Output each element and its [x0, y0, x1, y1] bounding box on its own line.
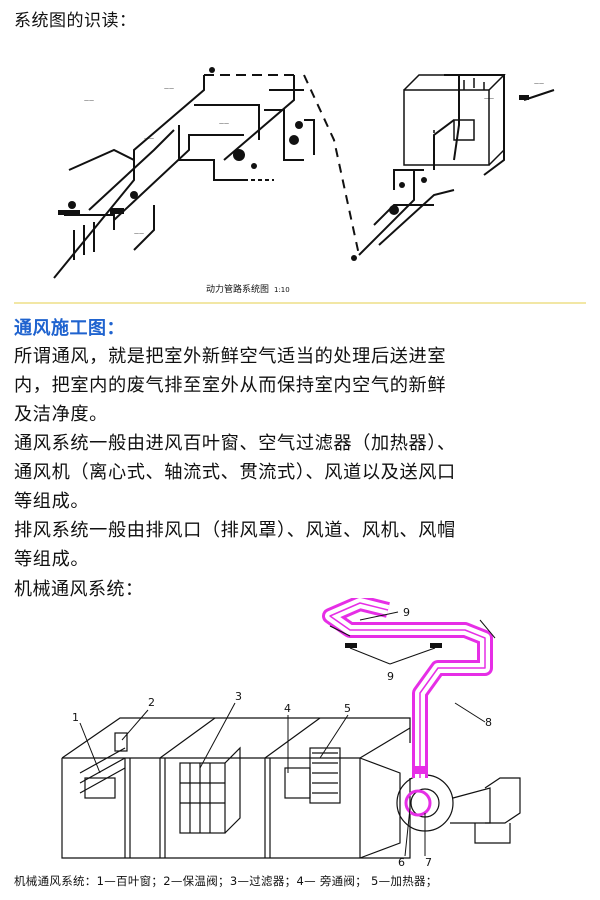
paragraph-exhaust-system: 排风系统一般由排风口（排风罩）、风道、风机、风帽等组成。: [14, 520, 456, 570]
svg-text:——: ——: [84, 98, 94, 104]
svg-text:——: ——: [484, 96, 494, 102]
duct-flange: [412, 766, 428, 774]
piping-system-diagram: —— —— —— —— —— —— —— 动力管路系统图 1:10: [53, 67, 555, 295]
callout-9-outlets: 9: [387, 670, 394, 683]
callout-1: 1: [72, 711, 79, 724]
ventilation-diagram-caption: 机械通风系统：1—百叶窗；2—保温阀；3—过滤器；4— 旁通阀； 5—加热器；: [14, 874, 438, 888]
section-divider: [14, 302, 586, 304]
callout-2: 2: [148, 696, 155, 709]
paragraph-definition: 所谓通风，就是把室外新鲜空气适当的处理后送进室内，把室内的废气排至室外从而保持室…: [14, 346, 447, 425]
svg-text:——: ——: [534, 81, 544, 87]
callout-5: 5: [344, 702, 351, 715]
piping-diagram-scale: 1:10: [274, 286, 290, 294]
svg-text:——: ——: [134, 231, 144, 237]
mechanical-ventilation-diagram: 1 2 3 4 5 6 7 8 9 9: [61, 598, 521, 869]
callout-6: 6: [398, 856, 405, 869]
svg-text:——: ——: [144, 136, 154, 142]
page-title: 系统图的识读：: [14, 11, 137, 31]
svg-text:——: ——: [164, 86, 174, 92]
paragraph-supply-system: 通风系统一般由进风百叶窗、空气过滤器（加热器）、通风机（离心式、轴流式、贯流式）…: [14, 433, 456, 512]
piping-diagram-caption: 动力管路系统图: [206, 283, 269, 295]
callout-7: 7: [425, 856, 432, 869]
ventilation-duct: [322, 598, 493, 817]
callout-9-top: 9: [403, 606, 410, 619]
section-heading: 通风施工图：: [14, 318, 125, 339]
duct-centerline: [329, 602, 486, 778]
fan-inlet-ring: [404, 789, 432, 817]
callout-8: 8: [485, 716, 492, 729]
svg-text:——: ——: [219, 121, 229, 127]
callout-4: 4: [284, 702, 291, 715]
subsection-heading: 机械通风系统：: [14, 579, 144, 600]
callout-3: 3: [235, 690, 242, 703]
